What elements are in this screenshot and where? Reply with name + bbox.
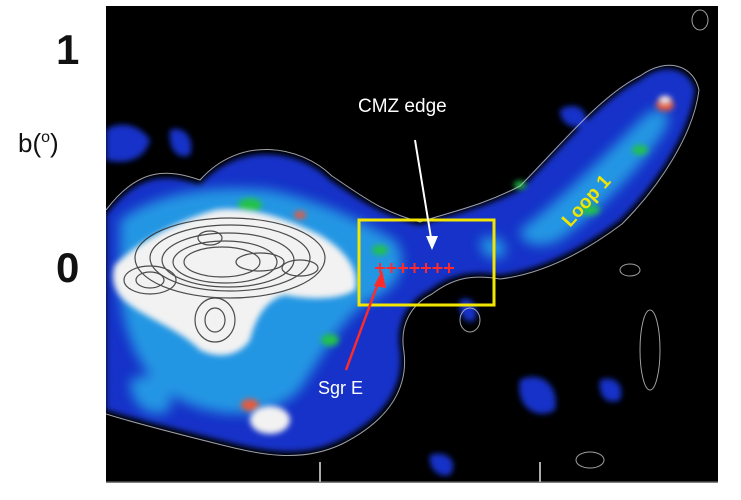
sgr-e-arrow <box>344 277 382 371</box>
cmz-edge-arrow <box>414 139 433 245</box>
emission-map <box>106 9 709 476</box>
sgr-e-arrowhead <box>374 270 386 288</box>
cmz-edge-label: CMZ edge <box>358 96 447 117</box>
sgr-e-label: Sgr E <box>318 378 363 398</box>
y-tick-label-1: 1 <box>56 26 79 73</box>
y-axis-label-close: ) <box>50 128 59 158</box>
cross-marker <box>409 263 420 273</box>
y-axis-label-degree: o <box>41 129 50 146</box>
cross-marker <box>444 263 454 273</box>
cmz-edge-arrowhead <box>426 236 438 250</box>
y-axis-label: b(o) <box>18 128 59 158</box>
cross-marker <box>432 263 443 273</box>
y-tick-label-0: 0 <box>56 244 79 291</box>
cross-marker <box>386 263 397 273</box>
cross-marker <box>375 263 385 273</box>
cross-marker <box>398 263 408 273</box>
highlight-box <box>357 218 496 307</box>
cross-marker <box>421 263 431 273</box>
marker-group <box>375 263 454 273</box>
y-axis-label-base: b( <box>18 128 41 158</box>
